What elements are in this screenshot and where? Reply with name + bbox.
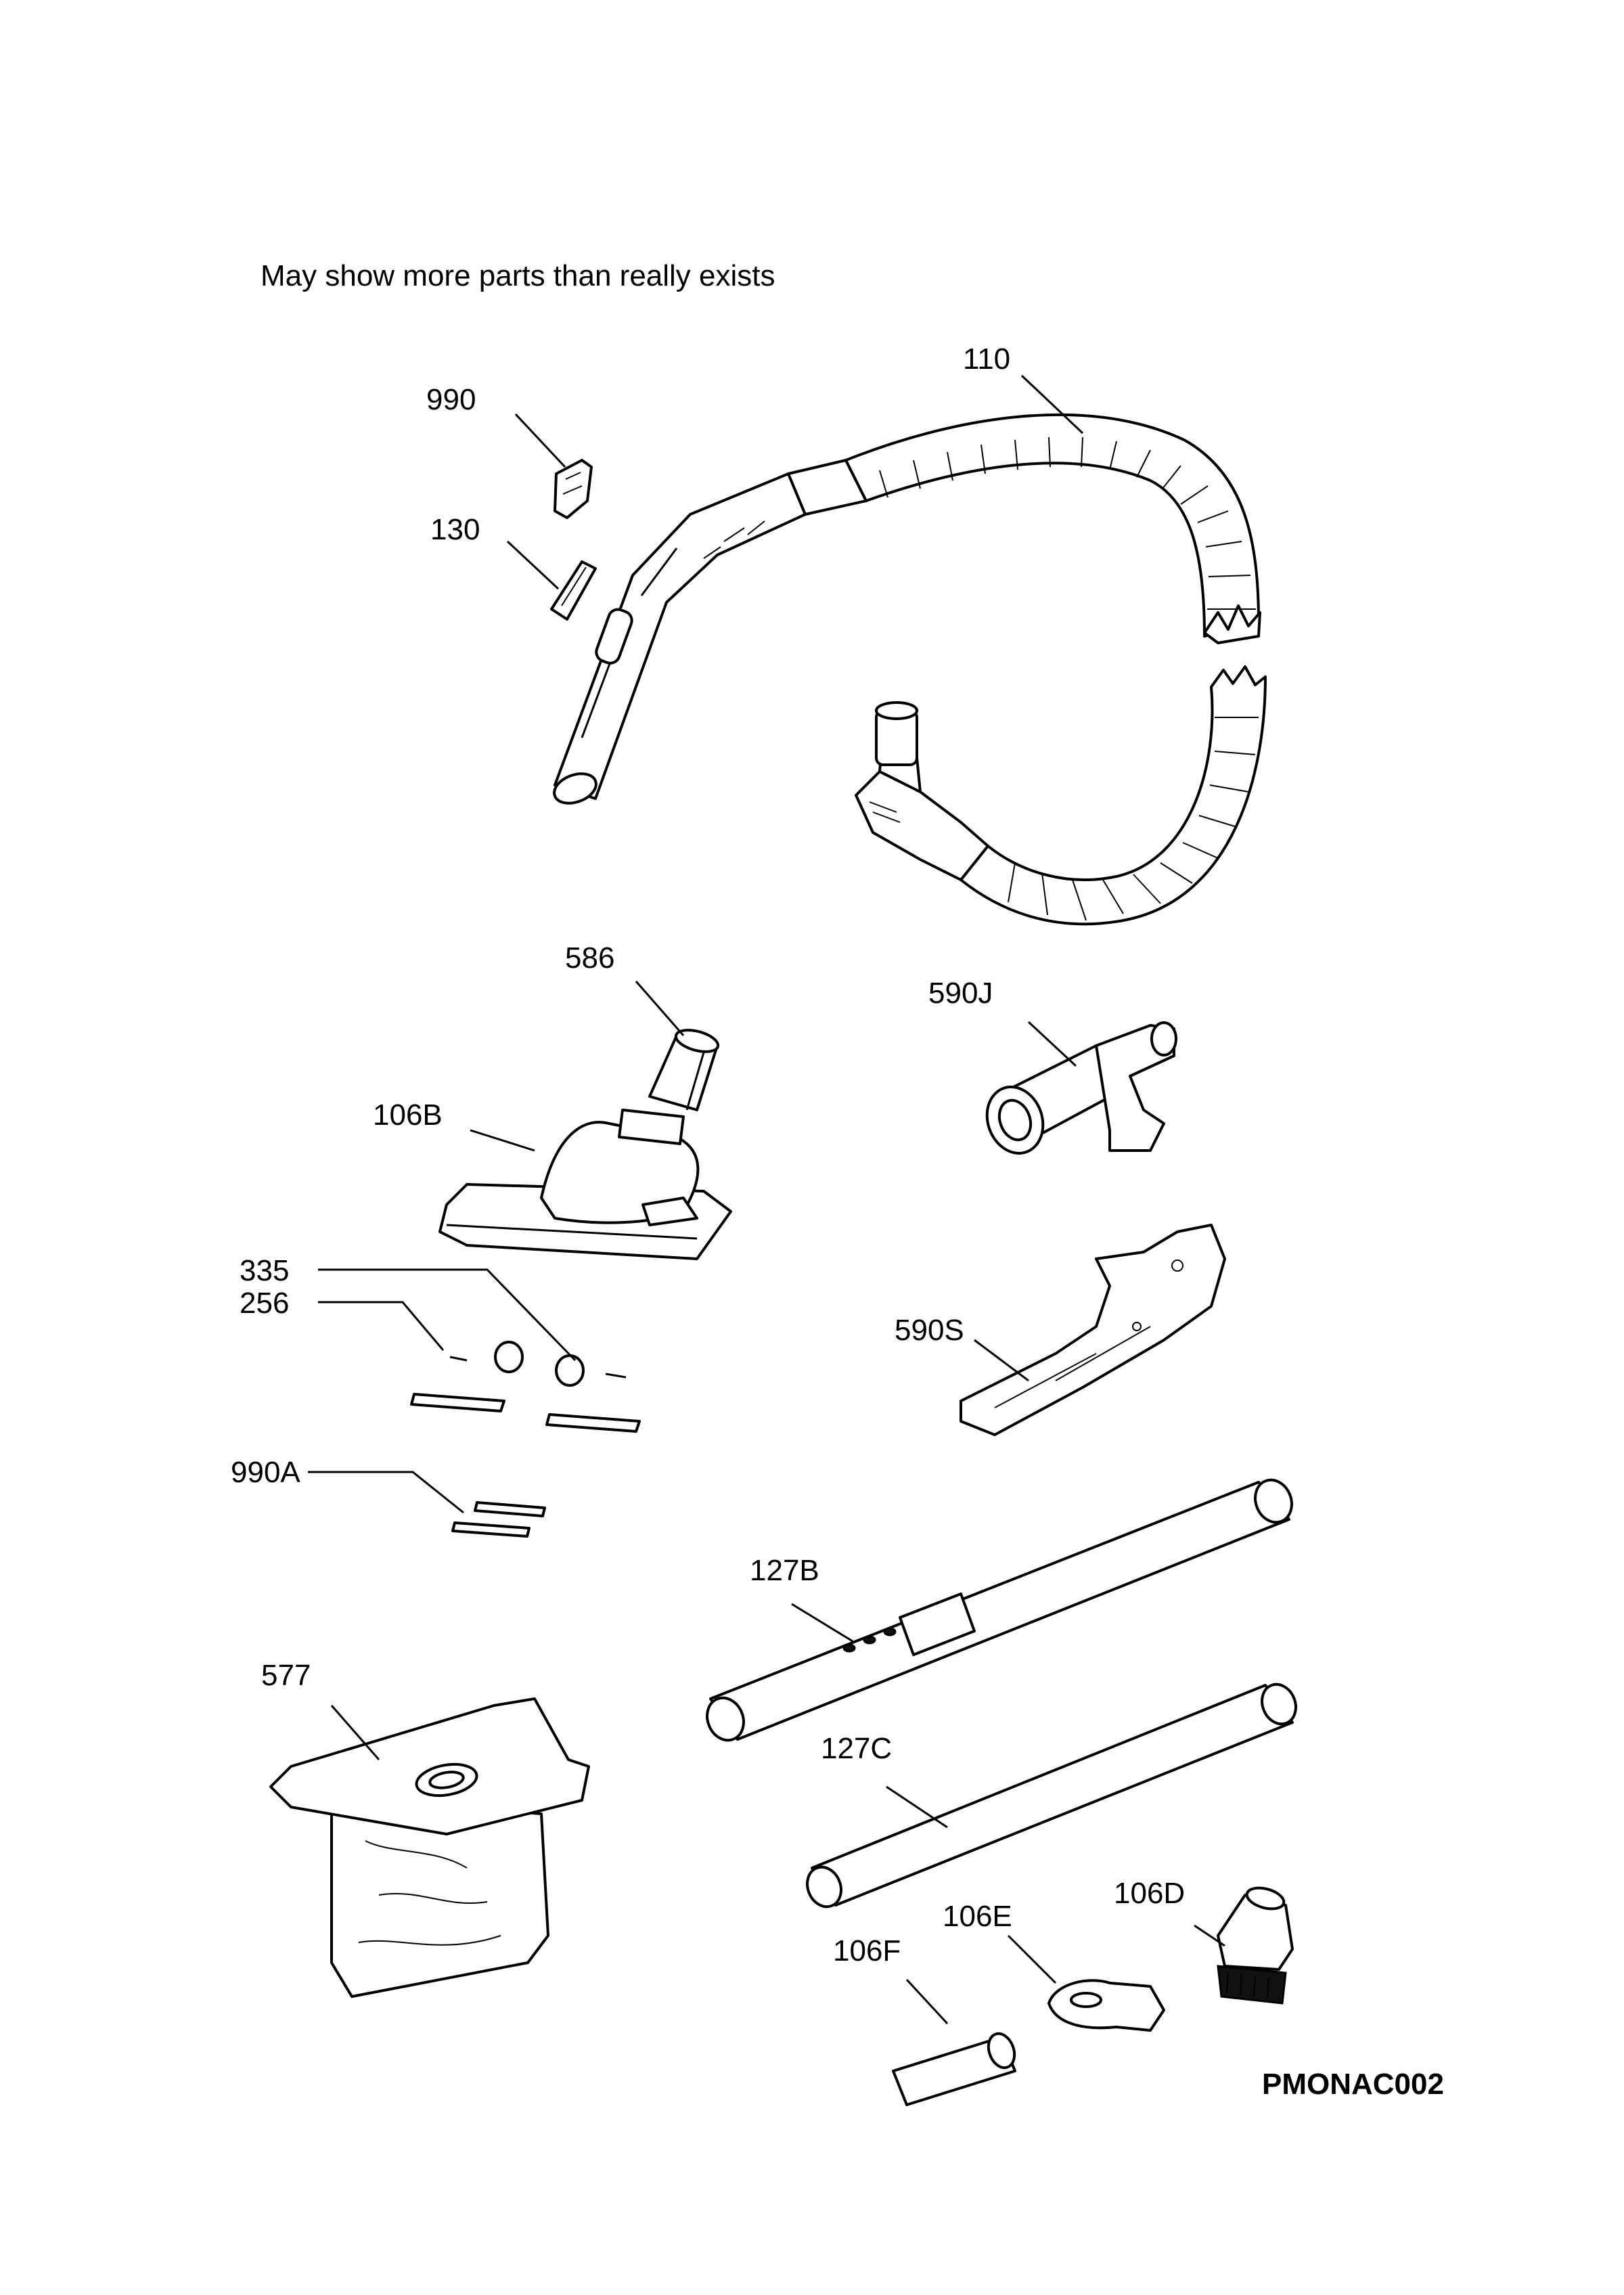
label-590J: 590J — [928, 977, 993, 1010]
part-990-clip — [554, 459, 593, 519]
part-106F-crevice-tool — [892, 2032, 1016, 2106]
diagram-note: May show more parts than really exists — [261, 259, 775, 292]
part-106B-floor-nozzle — [438, 1109, 732, 1260]
label-990: 990 — [426, 383, 476, 416]
part-590S-bracket — [960, 1224, 1226, 1436]
part-577-dust-bag — [269, 1697, 590, 1998]
part-586-swivel-neck — [648, 1029, 720, 1111]
part-110-hose — [553, 413, 1267, 926]
part-335-256-wheels — [449, 1341, 627, 1387]
label-990A: 990A — [231, 1456, 300, 1489]
label-106F: 106F — [833, 1934, 901, 1967]
label-577: 577 — [261, 1659, 311, 1692]
label-110: 110 — [963, 342, 1010, 376]
label-335: 335 — [240, 1254, 289, 1287]
label-106E: 106E — [943, 1900, 1012, 1933]
label-256: 256 — [240, 1287, 289, 1320]
part-990A-strips — [410, 1393, 641, 1538]
part-labels: 990 110 130 586 590J 106B 335 256 590S 9… — [231, 342, 1185, 1967]
part-127C-tube — [806, 1683, 1297, 1909]
label-586: 586 — [565, 941, 614, 975]
part-130-ring — [550, 560, 597, 621]
part-106D-dusting-brush — [1217, 1886, 1294, 2005]
label-127C: 127C — [821, 1732, 892, 1765]
leader-lines — [308, 374, 1225, 2025]
part-127B-telescopic-tube — [706, 1478, 1293, 1742]
part-106E-upholstery-tool — [1047, 1979, 1165, 2032]
label-127B: 127B — [750, 1554, 819, 1587]
diagram-code: PMONAC002 — [1262, 2068, 1444, 2101]
label-106B: 106B — [373, 1098, 443, 1132]
label-130: 130 — [430, 513, 480, 546]
label-106D: 106D — [1114, 1877, 1185, 1910]
label-590S: 590S — [895, 1314, 964, 1347]
part-590J-clamp — [985, 1021, 1177, 1155]
